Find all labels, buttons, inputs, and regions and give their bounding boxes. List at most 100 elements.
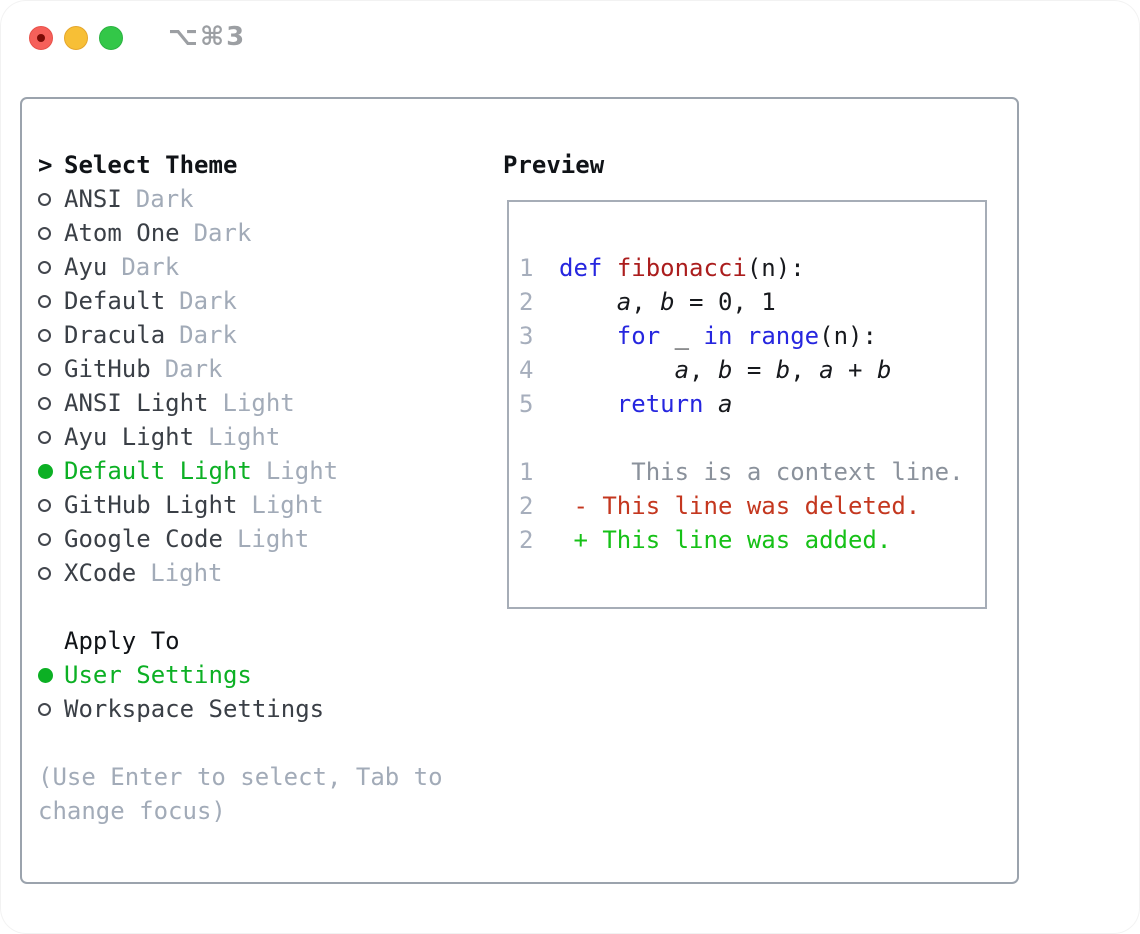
preview-section: Preview 1 def fibonacci (n): 2 a, b = 0, 1 3… (483, 148, 1003, 609)
radio-slot (38, 532, 64, 546)
preview-header: Preview (503, 151, 605, 179)
code-token-variable: b (775, 356, 791, 384)
radio-selected-icon (38, 463, 53, 479)
radio-icon (38, 226, 51, 240)
code-token-plain (559, 390, 617, 418)
code-token-variable: a (717, 390, 733, 418)
line-number: 4 (519, 356, 534, 384)
theme-item-github[interactable]: GitHub Dark (38, 352, 483, 386)
apply-to-header-row: Apply To (38, 624, 483, 658)
diff-line-deleted: 2 - This line was deleted. (519, 489, 985, 523)
preview-header-row: Preview (483, 148, 1003, 182)
line-number: 1 (519, 458, 534, 486)
code-token-variable: a (819, 356, 834, 384)
theme-variant-badge: Dark (193, 219, 252, 247)
radio-icon (38, 362, 51, 376)
theme-item-label: Default Light (64, 457, 252, 485)
code-token-function: fibonacci (616, 254, 747, 282)
select-theme-header-row: > Select Theme (38, 148, 483, 182)
theme-item-label: Atom One (64, 219, 180, 247)
apply-option-user-settings[interactable]: User Settings (38, 658, 483, 692)
theme-variant-badge: Dark (121, 253, 180, 281)
radio-slot (38, 192, 64, 206)
radio-slot (38, 362, 64, 376)
radio-icon (38, 702, 51, 716)
radio-icon (38, 532, 51, 546)
theme-item-xcode[interactable]: XCode Light (38, 556, 483, 590)
theme-item-label: XCode (64, 559, 137, 587)
theme-item-label: ANSI (64, 185, 122, 213)
minimize-button[interactable] (64, 26, 88, 50)
code-token-plain: + (833, 356, 877, 384)
theme-item-default-light[interactable]: Default Light Light (38, 454, 483, 488)
code-token-variable: b (876, 356, 892, 384)
code-token-plain (704, 390, 718, 418)
blank-line (519, 421, 985, 455)
code-token-plain: , (790, 356, 820, 384)
theme-variant-badge: Light (150, 559, 223, 587)
select-theme-header: Select Theme (64, 151, 238, 179)
theme-variant-badge: Dark (179, 287, 237, 315)
radio-slot (38, 702, 64, 716)
theme-variant-badge: Dark (179, 321, 237, 349)
radio-slot (38, 566, 64, 580)
radio-icon (38, 260, 51, 274)
radio-icon (38, 294, 51, 308)
line-number: 5 (519, 390, 534, 418)
code-token-variable: a (616, 288, 632, 316)
radio-slot (38, 226, 64, 240)
radio-icon (38, 498, 51, 512)
radio-icon (38, 192, 51, 206)
apply-option-label: Workspace Settings (64, 695, 325, 723)
code-token-keyword: in (703, 322, 733, 350)
line-number: 2 (519, 492, 534, 520)
code-line: 4 a, b = b, a + b (519, 353, 985, 387)
code-token-plain (559, 288, 617, 316)
code-token-plain (559, 322, 617, 350)
theme-variant-badge: Light (265, 457, 339, 485)
theme-variant-badge: Dark (164, 355, 223, 383)
code-token-variable: a (674, 356, 690, 384)
code-token-plain: = (732, 356, 776, 384)
code-line: 2 a, b = 0, 1 (519, 285, 985, 319)
code-token-plain: , (689, 356, 718, 384)
apply-option-workspace-settings[interactable]: Workspace Settings (38, 692, 483, 726)
diff-line-context: 1 This is a context line. (519, 455, 985, 489)
selector-prompt-icon: > (38, 151, 53, 179)
theme-item-label: GitHub (64, 355, 151, 383)
radio-slot (38, 463, 64, 479)
code-token-plain: (n): (819, 322, 877, 350)
code-token-keyword: def (559, 254, 603, 282)
radio-slot (38, 498, 64, 512)
titlebar: ⌥⌘3 (0, 0, 1140, 75)
radio-icon (38, 566, 51, 580)
theme-item-atom-one[interactable]: Atom One Dark (38, 216, 483, 250)
radio-icon (38, 328, 51, 342)
code-token-plain (602, 254, 616, 282)
radio-slot (38, 294, 64, 308)
theme-variant-badge: Light (236, 525, 310, 553)
diff-text: This is a context line. (559, 458, 964, 486)
diff-text: + This line was added. (559, 526, 892, 554)
code-token-plain: = 0, 1 (674, 288, 776, 316)
apply-option-label: User Settings (64, 661, 252, 689)
line-number: 3 (519, 322, 534, 350)
close-button[interactable] (29, 26, 53, 50)
theme-item-label: GitHub Light (64, 491, 238, 519)
code-token-keyword: return (616, 390, 704, 418)
radio-slot (38, 667, 64, 683)
radio-slot (38, 430, 64, 444)
zoom-button[interactable] (99, 26, 123, 50)
code-token-variable: b (660, 288, 675, 316)
close-button-dot (37, 34, 45, 42)
